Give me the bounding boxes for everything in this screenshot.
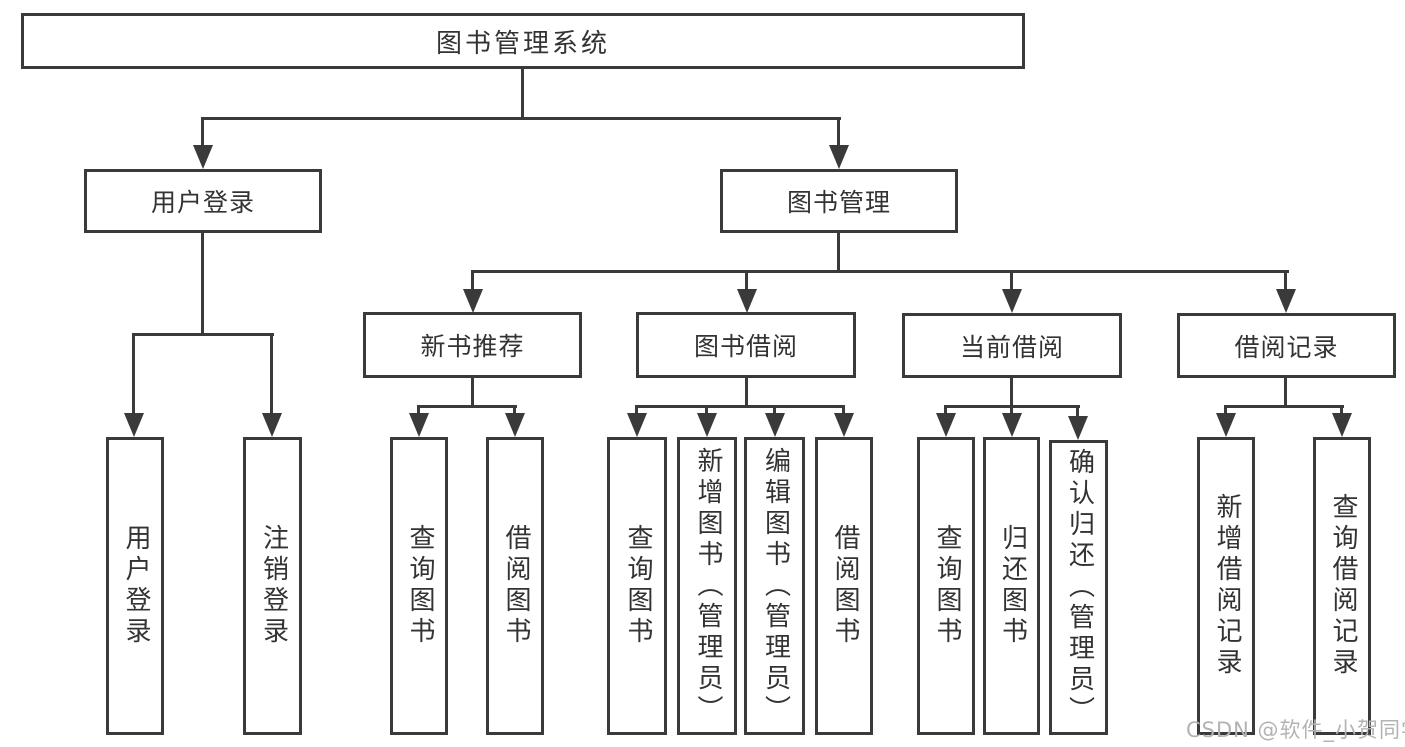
arrowhead-down [1002,289,1022,313]
connector-line [201,232,204,335]
connector-line [513,405,516,419]
leaf-return-books: 归还图书 [983,437,1040,735]
connector-line [773,405,776,419]
arrowhead-down [1216,413,1236,437]
connector-line [1076,405,1079,419]
node-current-borrowing: 当前借阅 [902,313,1122,378]
leaf-user-login: 用户登录 [106,437,164,735]
connector-line [635,405,638,419]
connector-line [1340,405,1343,419]
arrowhead-down [463,289,483,313]
arrowhead-down [834,413,854,437]
connector-line [745,377,748,407]
node-book-management-system: 图书管理系统 [21,13,1025,69]
connector-line [1224,405,1344,408]
arrowhead-down [1276,289,1296,313]
arrowhead-down [1002,413,1022,437]
node-user-login: 用户登录 [84,169,322,233]
leaf-add-books-admin: 新增图书（管理员） [677,437,737,735]
connector-line [417,405,420,419]
node-book-borrowing: 图书借阅 [636,312,856,378]
arrowhead-down [936,413,956,437]
connector-line [1224,405,1227,419]
leaf-add-borrow-record: 新增借阅记录 [1197,437,1255,735]
node-new-book-recommendation: 新书推荐 [363,312,582,378]
connector-line [705,405,708,419]
node-book-management: 图书管理 [720,169,958,233]
connector-line [270,333,273,423]
connector-line [471,270,1289,273]
arrowhead-down [627,413,647,437]
arrowhead-down [737,289,757,313]
connector-line [1284,377,1287,407]
arrowhead-down [193,145,213,169]
leaf-query-books: 查询图书 [607,437,667,735]
arrowhead-down [1068,416,1088,440]
leaf-confirm-return-admin: 确认归还（管理员） [1049,440,1108,735]
leaf-query-borrow-record: 查询借阅记录 [1313,437,1371,735]
connector-line [417,405,517,408]
connector-line [837,232,840,272]
connector-line [471,270,474,298]
connector-line [837,117,840,153]
leaf-edit-books-admin: 编辑图书（管理员） [744,437,805,735]
arrowhead-down [829,145,849,169]
leaf-borrow-books: 借阅图书 [486,437,544,735]
connector-line [944,405,947,419]
node-borrowing-records: 借阅记录 [1177,313,1396,378]
connector-line [1010,270,1013,298]
connector-line [745,270,748,298]
arrowhead-down [1332,413,1352,437]
connector-line [471,377,474,407]
connector-line [635,405,845,408]
connector-line [132,333,274,336]
leaf-borrow-books: 借阅图书 [815,437,873,735]
arrowhead-down [505,413,525,437]
connector-line [521,68,524,118]
watermark: CSDN @软件_小贺同学 [1186,718,1405,742]
connector-line [201,117,841,120]
arrowhead-down [124,413,144,437]
connector-line [1284,270,1287,298]
leaf-query-books: 查询图书 [917,437,975,735]
arrowhead-down [765,413,785,437]
connector-line [842,405,845,419]
arrowhead-down [697,413,717,437]
connector-line [1010,377,1013,407]
arrowhead-down [409,413,429,437]
connector-line [201,117,204,153]
connector-line [1010,405,1013,419]
leaf-query-books: 查询图书 [390,437,448,735]
arrowhead-down [262,413,282,437]
leaf-logout: 注销登录 [243,437,302,735]
connector-line [132,333,135,423]
